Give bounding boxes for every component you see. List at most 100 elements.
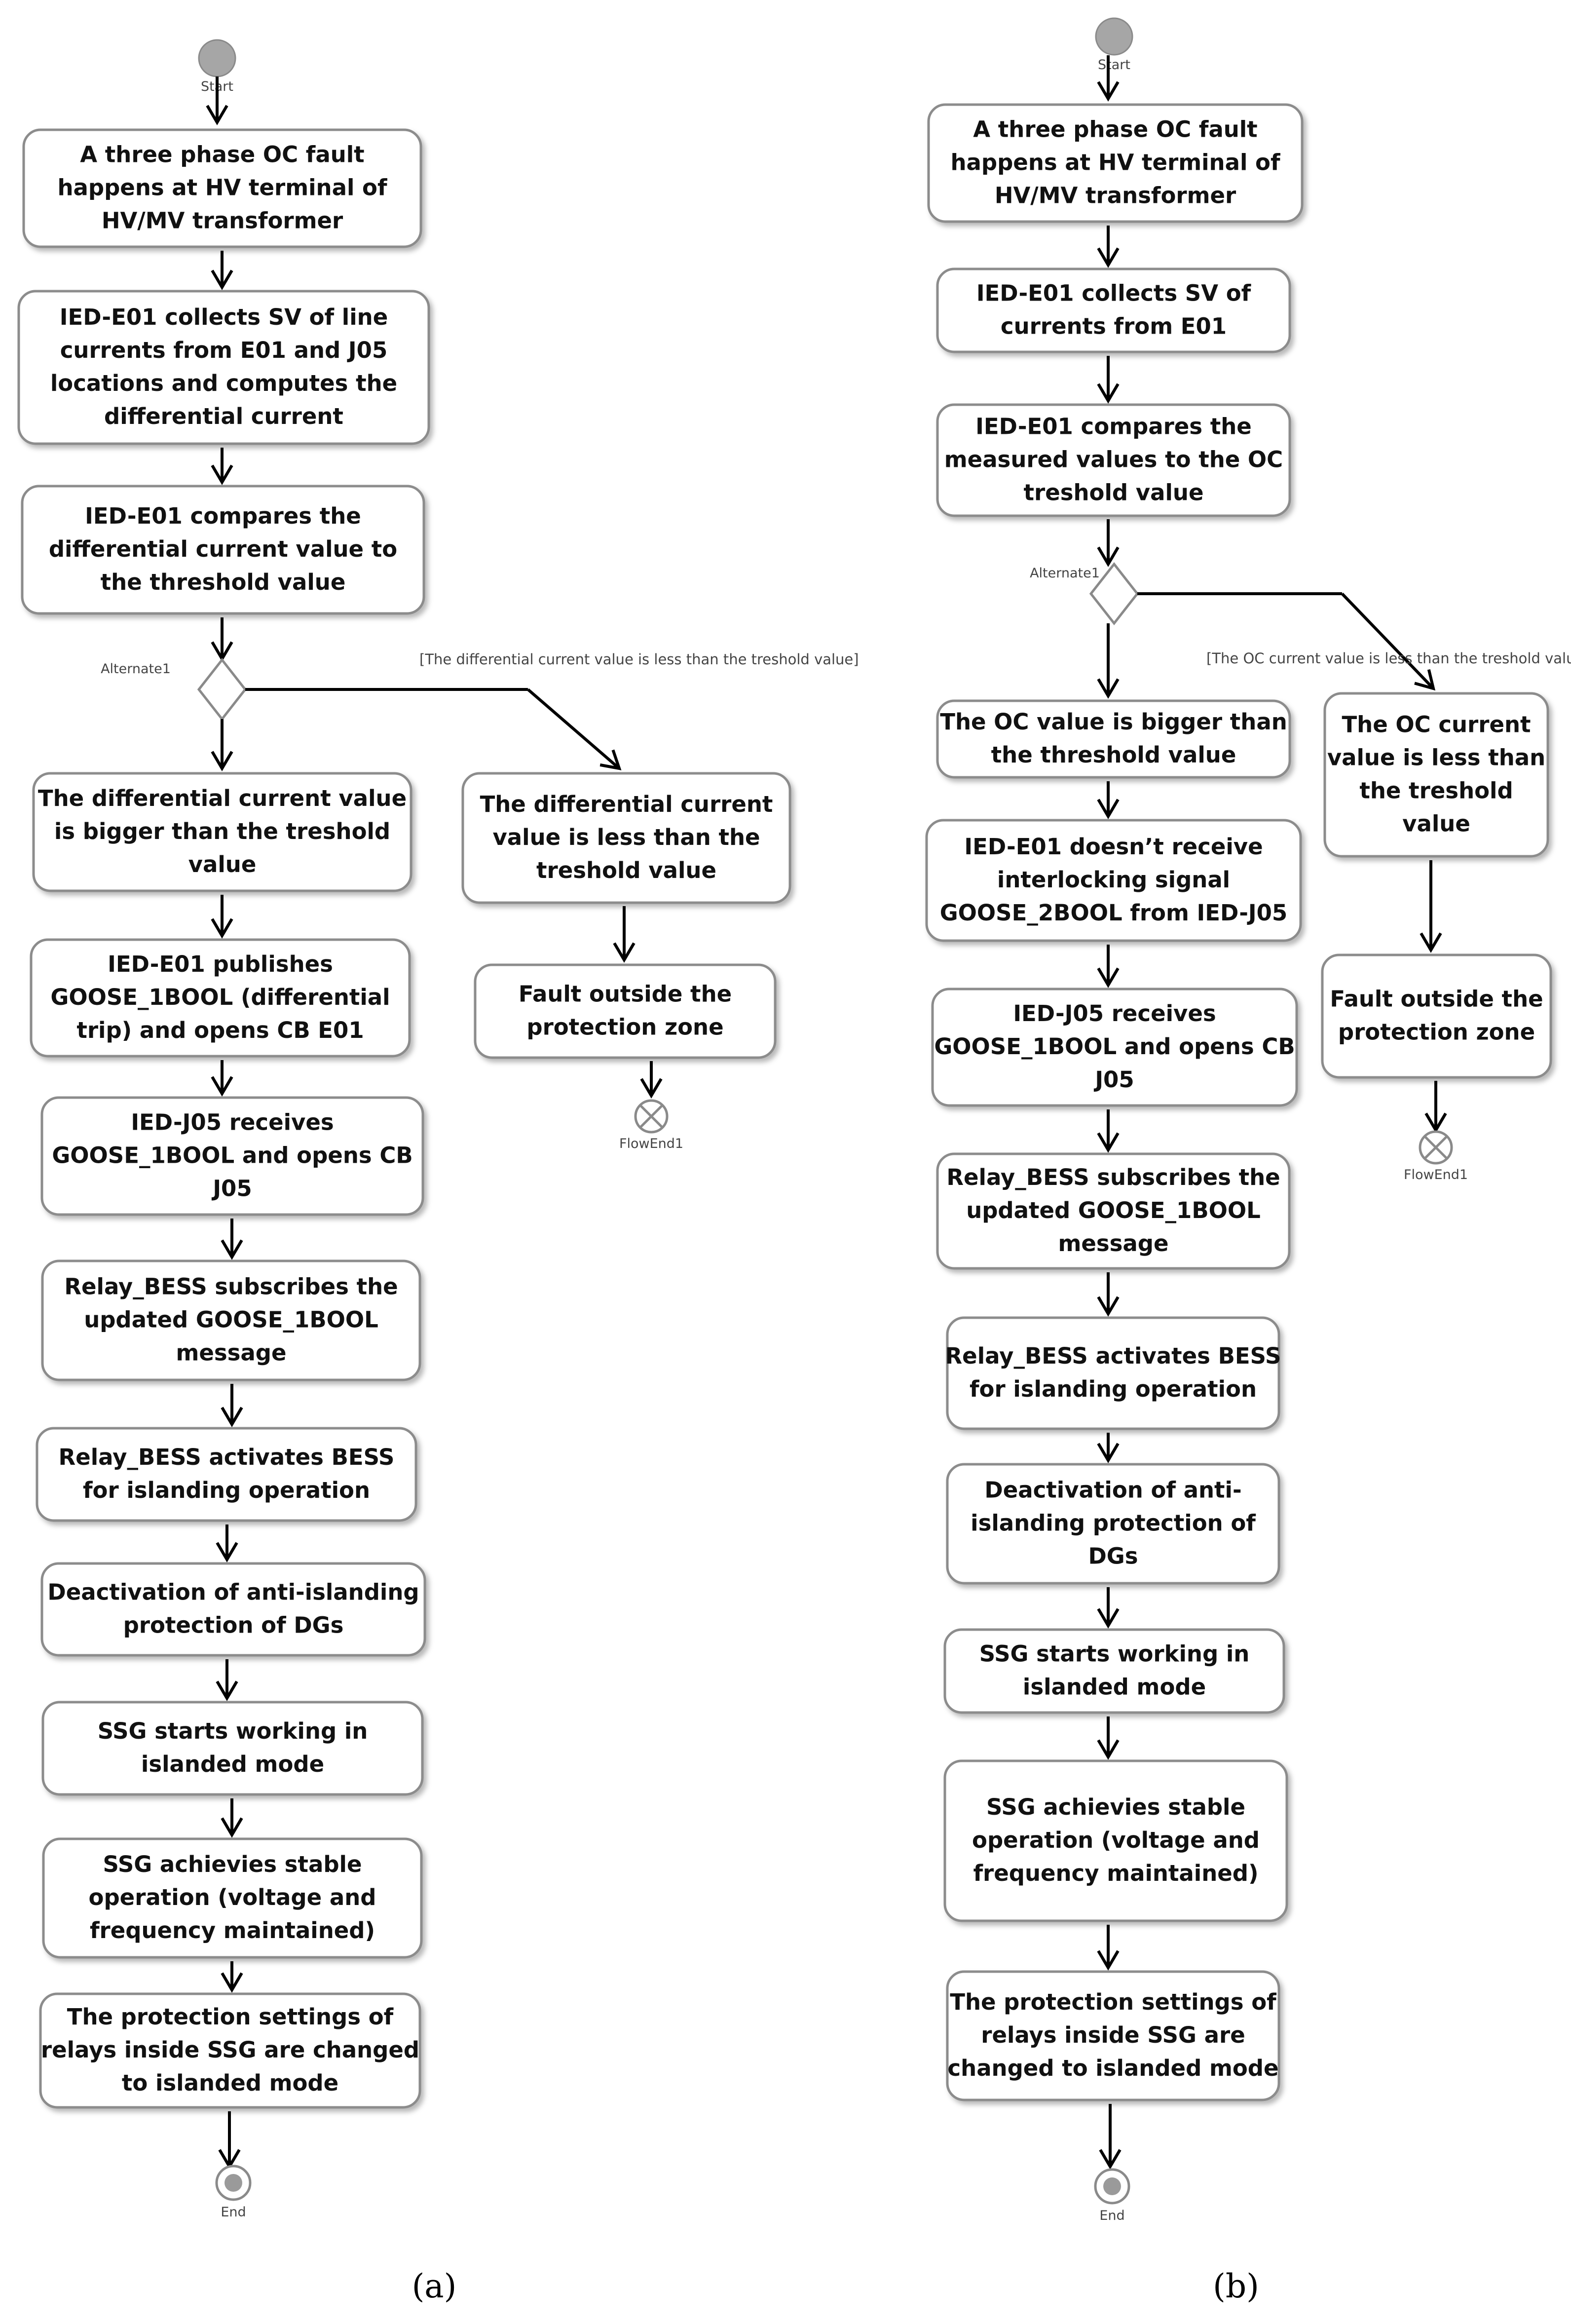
node-text-line: relays inside SSG are [981,2022,1245,2048]
node-text-line: differential current value to [49,536,397,562]
node-text-line: IED-E01 compares the [85,503,361,529]
branch-edge [527,688,620,770]
node-text-line: the treshold [1359,778,1513,804]
node-text-line: DGs [1088,1543,1138,1569]
node-text-line: islanding protection of [971,1510,1256,1536]
arrowhead [211,1076,233,1097]
action-node-box [461,772,791,904]
decision-label: Alternate1 [101,661,171,677]
arrowhead [216,1542,238,1562]
step-b-7[interactable]: Relay_BESS subscribes the updated GOOSE_1… [936,1152,1291,1270]
arrowhead [1097,1739,1120,1760]
node-text-line: IED-E01 publishes [108,951,333,977]
action-node-box [21,485,425,615]
node-text-line: SSG starts working in [98,1718,368,1744]
node-text-line: protection zone [1338,1019,1535,1045]
node-text-line: value is less than the [492,824,760,850]
action-node-box [946,1970,1280,2101]
action-node-box [30,938,411,1058]
node-text-line: IED-E01 collects SV of [976,280,1251,306]
node-text-line: measured values to the OC [944,447,1283,473]
node-text-line: protection zone [526,1014,723,1040]
flow-end-node [1419,1130,1453,1165]
branch-a-1[interactable]: The differential current value is less th… [461,772,791,904]
arrowhead [1414,669,1436,691]
branch-a-1-label: The differential current value is less th… [480,791,773,883]
node-text-line: relays inside SSG are changed [41,2037,419,2063]
step-a-10[interactable]: SSG starts working in islanded mode [41,1701,424,1796]
arrowhead [1420,932,1442,953]
end-node-core [1103,2177,1121,2195]
caption-b: (b) [1213,2267,1259,2305]
node-text-line: currents from E01 [1001,313,1227,340]
node-text-line: Relay_BESS subscribes the [946,1164,1280,1190]
node-text-line: Deactivation of anti- [984,1477,1241,1503]
node-text-line: happens at HV terminal of [57,175,387,201]
action-node-box [927,103,1304,223]
arrowhead [221,1407,243,1427]
node-text-line: A three phase OC fault [973,116,1257,143]
step-b-9-label: Deactivation of anti-islanding protectio… [971,1477,1256,1569]
node-text-line: HV/MV transformer [995,183,1236,209]
step-b-2-label: IED-E01 collects SV of currents from E01 [976,280,1251,340]
step-a-9[interactable]: Deactivation of anti-islandingprotection… [40,1562,426,1657]
step-b-2[interactable]: IED-E01 collects SV of currents from E01 [936,267,1291,353]
node-text-line: islanded mode [1023,1674,1206,1700]
action-node-box [36,1427,417,1522]
node-text-line: SSG achievies stable [986,1794,1245,1820]
action-node-box [943,1759,1288,1922]
node-text-line: The differential current [480,791,773,817]
node-text-line: GOOSE_1BOOL (differential [50,984,390,1010]
action-node-box [946,1463,1280,1585]
node-text-line: the threshold value [101,569,346,595]
node-text-line: IED-J05 receives [1013,1000,1216,1027]
node-text-line: updated GOOSE_1BOOL [966,1197,1261,1223]
arrowhead [206,105,228,125]
flow-end-label: FlowEnd1 [619,1136,683,1151]
arrowhead [1097,1950,1120,1971]
arrowhead [1097,1296,1120,1317]
node-text-line: operation (voltage and [89,1884,376,1910]
node-text-line: trip) and opens CB E01 [76,1017,364,1043]
step-b-9[interactable]: Deactivation of anti-islanding protectio… [946,1463,1280,1585]
node-text-line: islanded mode [141,1751,324,1777]
action-node-box [936,403,1291,517]
step-a-3[interactable]: IED-E01 compares the differential current… [21,485,425,615]
action-node-box [41,1701,424,1796]
action-node-box [931,988,1298,1107]
step-a-12[interactable]: The protection settings of relays inside … [39,1992,421,2109]
node-text-line: The protection settings of [67,2004,394,2030]
action-node-box [1323,692,1549,858]
action-node-box [936,1152,1291,1270]
node-text-line: IED-E01 doesn’t receive [964,834,1263,860]
arrowhead [211,464,233,485]
arrowhead [216,1680,238,1701]
arrowhead [599,749,622,770]
